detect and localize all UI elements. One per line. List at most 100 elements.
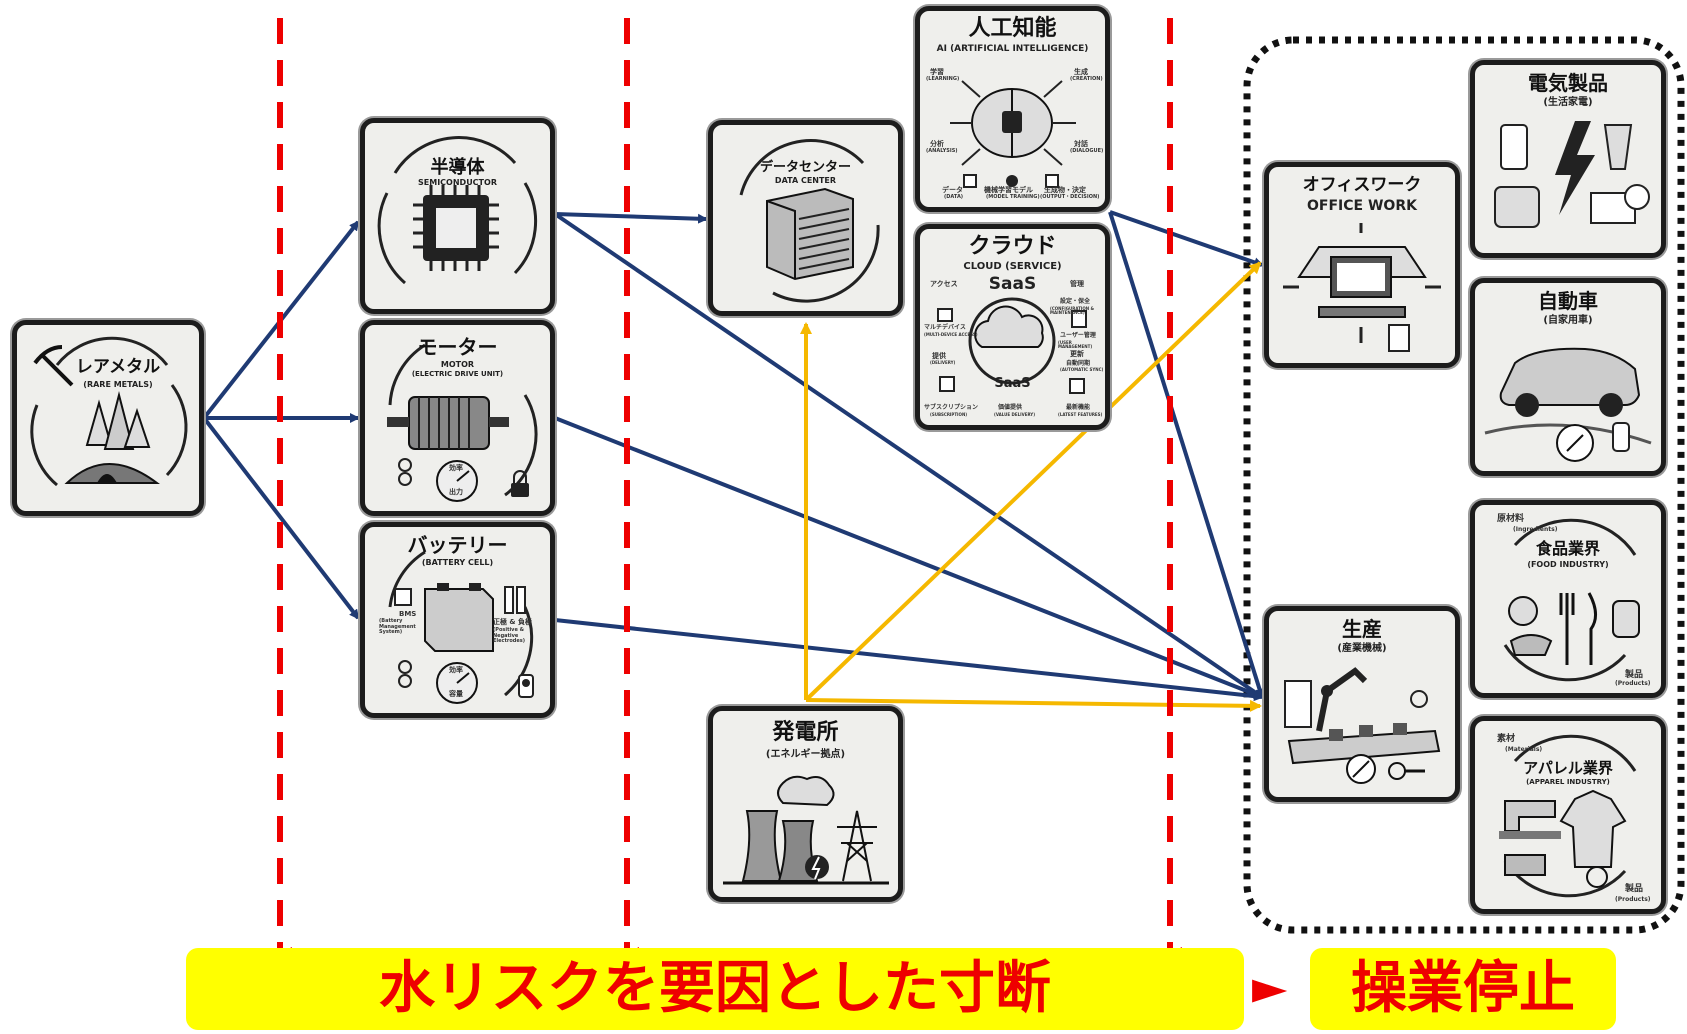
ai-data-label: データ	[942, 186, 963, 194]
cloud-manage-label: 管理	[1070, 280, 1084, 288]
node-appliances: 電気製品 (生活家電)	[1470, 60, 1666, 258]
ai-training-en: (MODEL TRAINING)	[986, 194, 1040, 200]
cloud-config-en: (CONFIGURATION & MAINTENANCE)	[1050, 306, 1094, 316]
ai-learning-en: (LEARNING)	[926, 76, 960, 82]
disruption-lines	[277, 18, 1182, 961]
server-rack-icon	[739, 139, 880, 303]
data-center-subtitle: DATA CENTER	[774, 176, 837, 185]
ai-title: 人工知能	[968, 16, 1057, 41]
orange-arrows	[800, 261, 1262, 712]
arrow-semiconductor-to-production	[553, 212, 1264, 699]
food-icon	[1503, 518, 1640, 682]
ai-analysis-en: (ANALYSIS)	[926, 148, 958, 154]
cloud-subscription-en: (SUBSCRIPTION)	[930, 412, 968, 417]
apparel-materials-label: 素材	[1497, 734, 1516, 744]
apparel-products-label: 製品	[1625, 884, 1644, 894]
office-desk-icon	[1283, 223, 1441, 352]
arrow-rare-to-battery	[202, 416, 360, 620]
motor-subtitle: MOTOR	[440, 360, 475, 369]
automobile-title: 自動車	[1538, 289, 1598, 313]
node-apparel-industry: アパレル業界 (APPAREL INDUSTRY) 素材 (Materials)…	[1470, 716, 1666, 914]
node-battery: バッテリー (BATTERY CELL) BMS (Battery Manage…	[360, 522, 555, 718]
node-food-industry: 食品業界 (FOOD INDUSTRY) 原材料 (Ingredients) 製…	[1470, 500, 1666, 698]
battery-subtitle: (BATTERY CELL)	[421, 558, 494, 567]
node-motor: モーター MOTOR (ELECTRIC DRIVE UNIT) 効率 出力	[360, 320, 555, 516]
automobile-subtitle: (自家用車)	[1543, 315, 1593, 326]
ai-training-label: 機械学習モデル	[984, 186, 1033, 194]
apparel-products-en: (Products)	[1615, 896, 1651, 903]
sewing-machine-icon	[1499, 734, 1637, 898]
food-industry-subtitle: (FOOD INDUSTRY)	[1527, 560, 1609, 569]
node-power-plant: 発電所 (エネルギー拠点)	[708, 706, 903, 902]
ai-analysis-label: 分析	[930, 140, 944, 148]
cloud-subscription-label: サブスクリプション	[924, 404, 979, 411]
battery-bms-en: (Battery Management System)	[379, 618, 416, 635]
ai-subtitle: AI (ARTIFICIAL INTELLIGENCE)	[936, 44, 1089, 54]
battery-electrodes-en: (Positive & Negative Electrodes)	[493, 627, 526, 644]
battery-title: バッテリー	[407, 533, 508, 557]
food-industry-title: 食品業界	[1535, 539, 1600, 558]
arrow-semiconductor-to-datacenter	[554, 212, 708, 224]
ai-learning-label: 学習	[930, 68, 944, 76]
production-title: 生産	[1342, 617, 1382, 641]
food-products-en: (Products)	[1615, 680, 1651, 687]
ai-data-en: (DATA)	[944, 194, 964, 200]
office-work-subtitle: OFFICE WORK	[1307, 198, 1417, 214]
motor-icon	[387, 343, 538, 502]
cloud-latest-label: 最新機能	[1066, 404, 1091, 411]
apparel-materials-en: (Materials)	[1505, 746, 1543, 753]
cloud-value-en: (VALUE DELIVERY)	[994, 412, 1036, 417]
motor-output-label: 出力	[449, 488, 463, 496]
power-plant-subtitle: (エネルギー拠点)	[765, 749, 846, 760]
chip-icon	[377, 136, 538, 285]
node-data-center: データセンター DATA CENTER	[708, 120, 903, 316]
node-cloud: クラウド CLOUD (SERVICE) SaaS SaaS アクセス マルチデ…	[915, 224, 1110, 430]
rare-metal-subtitle: (RARE METALS)	[83, 380, 153, 389]
node-semiconductor: 半導体 SEMICONDUCTOR	[360, 118, 555, 314]
cloud-delivery-label: 提供	[932, 352, 946, 360]
food-ingredients-label: 原材料	[1497, 514, 1525, 524]
node-rare-metal: レアメタル (RARE METALS)	[12, 320, 204, 516]
battery-capacity-label: 容量	[449, 690, 463, 698]
cloud-multi-device-en: (MULTI-DEVICE ACCESS)	[924, 332, 978, 337]
ai-dialogue-en: (DIALOGUE)	[1070, 148, 1104, 154]
node-production: 生産 (産業機械)	[1264, 606, 1460, 802]
cloud-saas-label-2: SaaS	[994, 376, 1031, 391]
banner-water-risk: 水リスクを要因とした寸断	[186, 948, 1244, 1030]
arrow-power-to-office	[804, 261, 1262, 702]
apparel-industry-title: アパレル業界	[1523, 759, 1613, 777]
data-center-title: データセンター	[759, 160, 851, 175]
arrow-motor-to-production	[554, 416, 1264, 699]
battery-electrodes-label: 正極 & 負極	[493, 618, 532, 626]
ai-output-en: (OUTPUT・DECISION)	[1040, 194, 1100, 200]
rare-metal-title: レアメタル	[75, 357, 161, 377]
appliances-icon	[1494, 121, 1650, 228]
production-subtitle: (産業機械)	[1337, 643, 1387, 654]
ai-creation-label: 生成	[1074, 68, 1088, 76]
ai-output-label: 生成物・決定	[1044, 186, 1086, 194]
arrow-ai-to-production	[1108, 211, 1265, 699]
battery-icon	[388, 550, 534, 704]
car-icon	[1484, 347, 1652, 462]
arrow-power-to-production	[805, 698, 1262, 712]
banner-arrow-icon: ►	[1252, 960, 1288, 1014]
cloud-multi-device-label: マルチデバイス	[924, 324, 966, 331]
ai-dialogue-label: 対話	[1074, 140, 1088, 148]
apparel-industry-subtitle: (APPAREL INDUSTRY)	[1526, 778, 1610, 786]
brain-icon	[950, 80, 1076, 188]
semiconductor-subtitle: SEMICONDUCTOR	[418, 178, 497, 187]
motor-efficiency-label: 効率	[449, 464, 463, 472]
arrow-battery-to-production	[554, 618, 1264, 702]
cloud-auto-sync-label: 自動同期	[1066, 360, 1091, 367]
banner-operation-stop: 操業停止	[1310, 948, 1616, 1030]
crystal-mine-icon	[30, 336, 188, 487]
cloud-user-mgmt-label: ユーザー管理	[1060, 332, 1096, 339]
end-market-enclosure	[1243, 36, 1685, 934]
node-ai: 人工知能 AI (ARTIFICIAL INTELLIGENCE) 学習 (LE…	[915, 6, 1110, 212]
food-products-label: 製品	[1625, 670, 1644, 680]
cloud-delivery-en: (DELIVERY)	[930, 360, 956, 365]
cloud-config-label: 設定・保全	[1060, 298, 1091, 305]
battery-efficiency-label: 効率	[449, 666, 463, 674]
appliances-title: 電気製品	[1528, 71, 1608, 95]
